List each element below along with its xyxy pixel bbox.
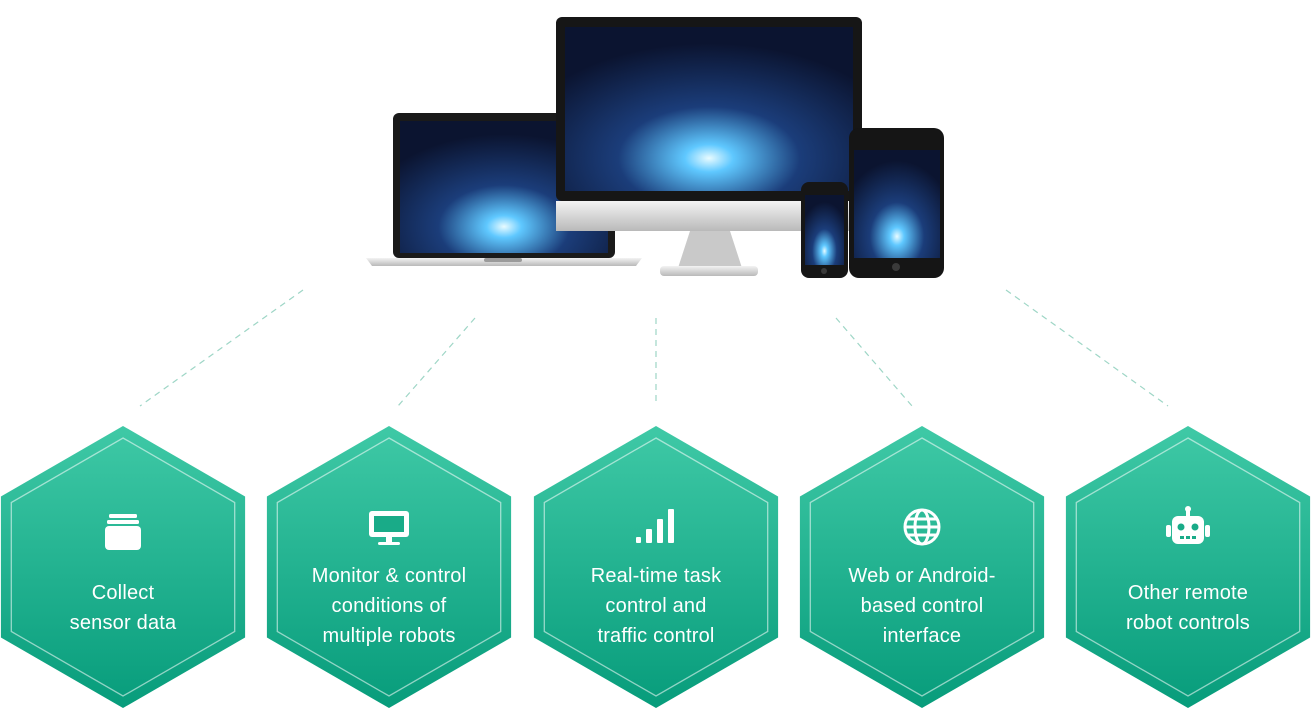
feature-hexagon-3 — [533, 426, 779, 708]
feature-hexagon-2 — [266, 426, 512, 708]
hexagon-shape — [0, 426, 246, 708]
feature-label-line: Real-time task — [590, 565, 722, 587]
hexagon-inner-outline — [543, 437, 769, 697]
hexagon-shape — [266, 426, 512, 708]
hexagon-shape — [533, 426, 779, 708]
feature-label-3: Real-time task control and traffic control — [561, 561, 751, 651]
feature-hexagons — [0, 426, 1311, 708]
feature-hexagon-5 — [1065, 426, 1311, 708]
hexagon-inner-outline — [809, 437, 1035, 697]
feature-label-line: conditions of — [331, 595, 447, 617]
feature-label-4: Web or Android-based control interface — [827, 561, 1017, 651]
feature-label-line: traffic control — [597, 625, 715, 647]
connector-line-1 — [139, 289, 304, 407]
feature-label-line: Web or Android- — [848, 565, 996, 587]
feature-hexagon-1 — [0, 426, 246, 708]
drawer-stack-icon — [105, 514, 141, 550]
feature-label-line: robot controls — [1126, 612, 1250, 634]
devices-illustration — [366, 17, 944, 278]
hexagon-shape — [799, 426, 1045, 708]
connector-line-4 — [835, 317, 913, 407]
connector-line-2 — [397, 317, 476, 407]
feature-label-2: Monitor & control conditions of multiple r… — [294, 561, 484, 651]
monitor-icon — [369, 511, 409, 545]
feature-label-line: Other remote — [1127, 582, 1249, 604]
tablet-illustration — [849, 128, 944, 278]
feature-label-line: based control — [860, 595, 984, 617]
feature-hexagon-4 — [799, 426, 1045, 708]
feature-label-line: sensor data — [69, 612, 177, 634]
feature-label-line: Collect — [91, 582, 155, 604]
feature-label-line: multiple robots — [322, 625, 456, 647]
robot-icon — [1166, 506, 1210, 544]
feature-label-1: Collect sensor data — [28, 578, 218, 638]
feature-label-line: Monitor & control — [311, 565, 467, 587]
feature-label-line: interface — [882, 625, 962, 647]
globe-icon — [903, 508, 941, 546]
hexagon-shape — [1065, 426, 1311, 708]
smartphone-illustration — [801, 182, 848, 278]
feature-label-line: control and — [605, 595, 707, 617]
hexagon-inner-outline — [1075, 437, 1301, 697]
connector-lines — [139, 289, 1169, 407]
desktop-monitor-illustration — [556, 17, 862, 276]
connector-line-5 — [1005, 289, 1169, 407]
signal-bars-icon — [636, 509, 674, 543]
feature-label-5: Other remote robot controls — [1093, 578, 1283, 638]
hexagon-inner-outline — [276, 437, 502, 697]
hexagon-inner-outline — [10, 437, 236, 697]
